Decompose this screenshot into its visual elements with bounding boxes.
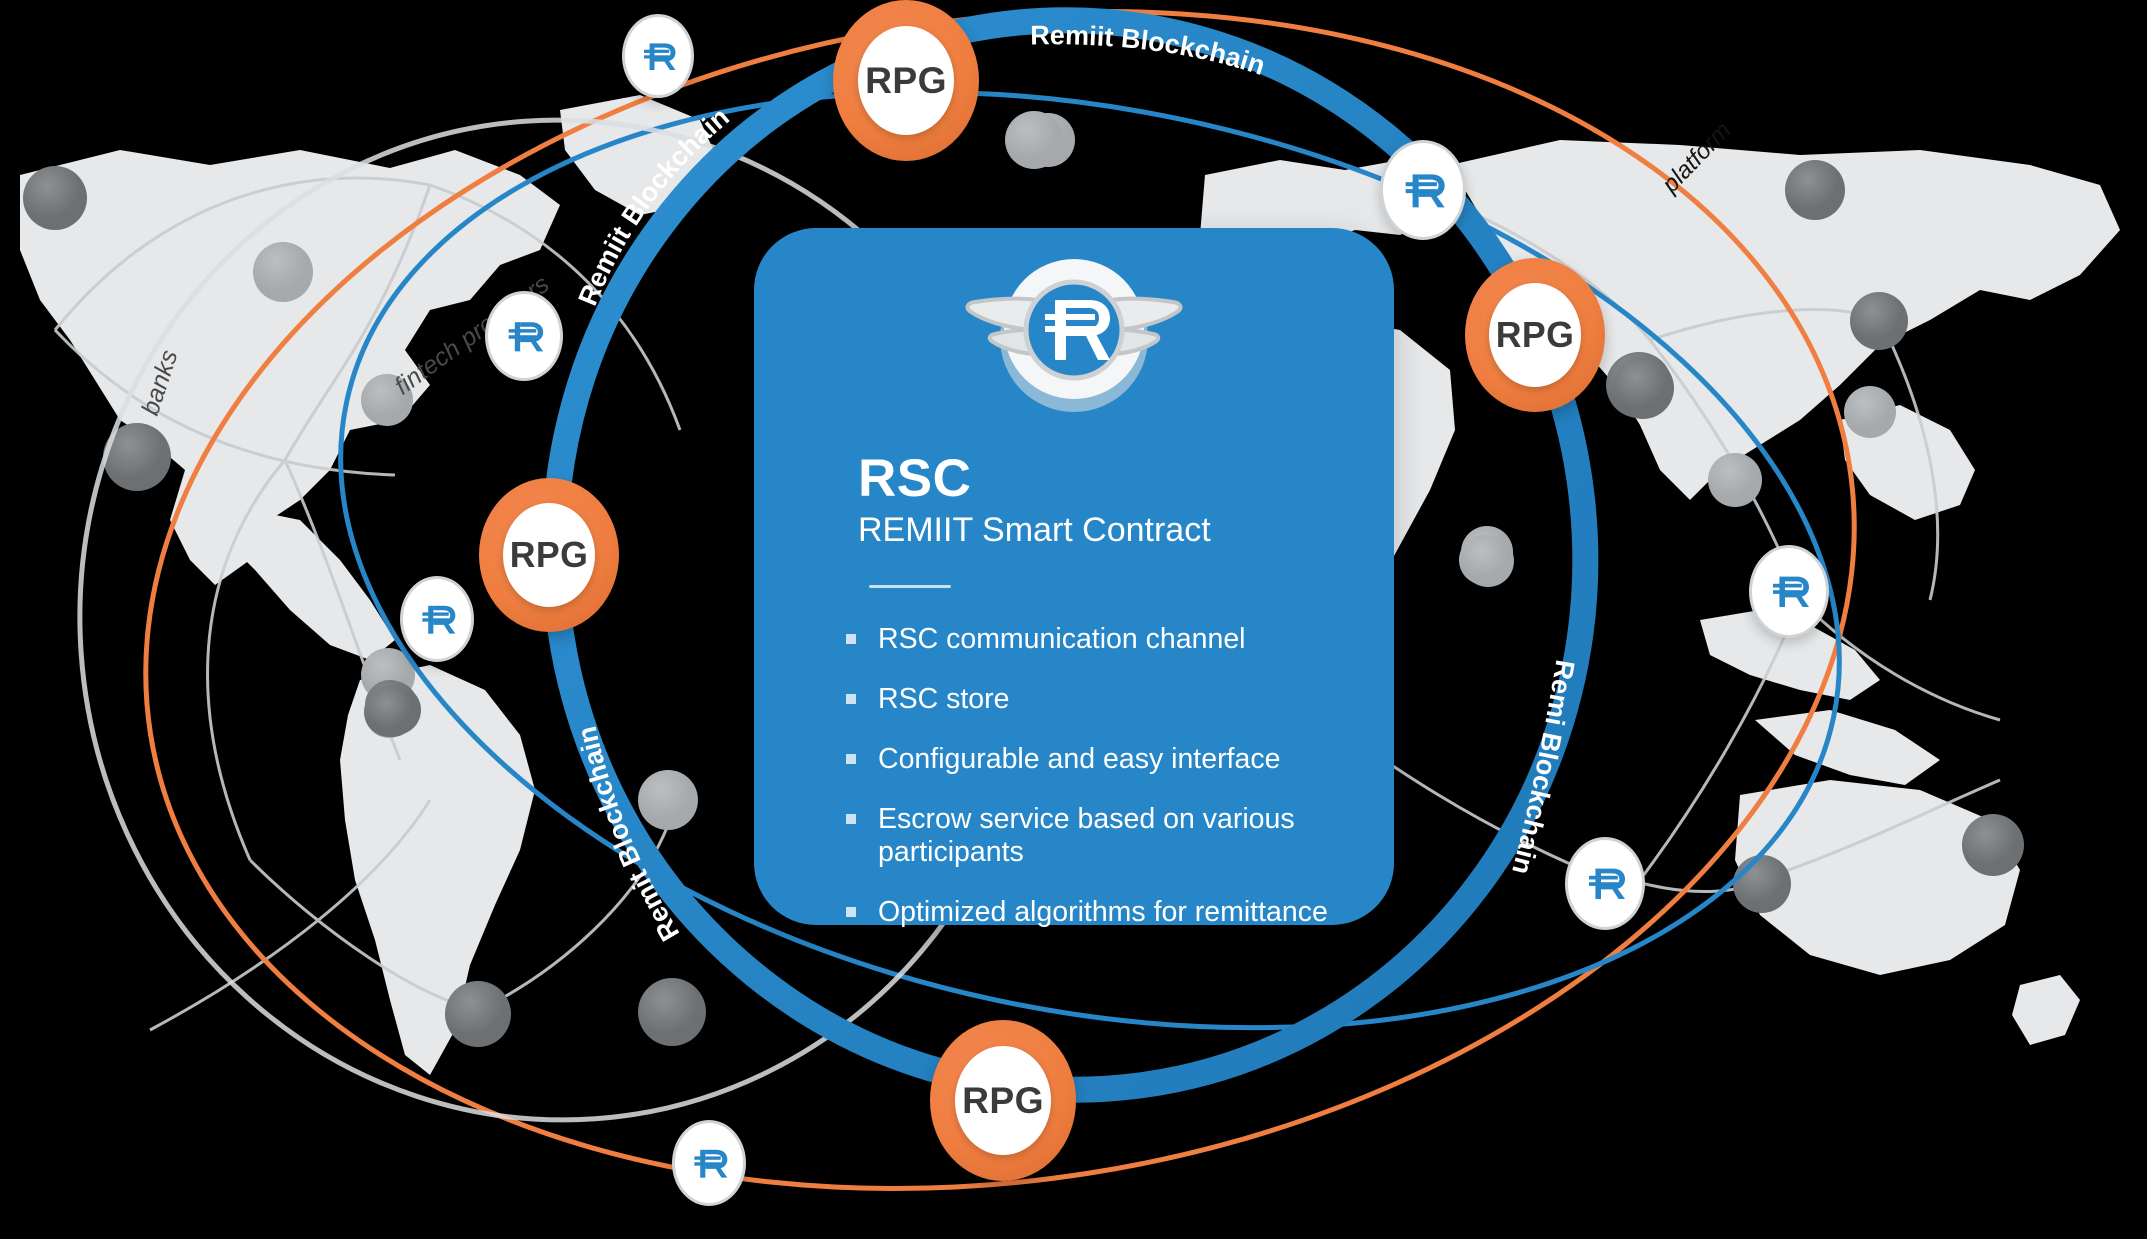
arc-label-bottom-left: Remit Blockchain xyxy=(572,724,686,946)
list-item-label: RSC communication channel xyxy=(878,623,1246,655)
remiit-r-icon xyxy=(644,43,676,70)
rpg-label: RPG xyxy=(962,1078,1044,1121)
card-divider xyxy=(869,585,951,588)
remiit-r-icon xyxy=(1405,174,1445,208)
rsc-card: RSC REMIIT Smart Contract RSC communicat… xyxy=(754,228,1394,928)
remiit-r-icon xyxy=(1589,868,1625,900)
remiit-winged-r-logo xyxy=(965,259,1183,412)
rpg-disc xyxy=(954,1045,1052,1155)
card-title: RSC xyxy=(858,449,972,508)
list-item: RSC store xyxy=(846,683,1366,716)
bullet-square-icon xyxy=(846,814,856,825)
bullet-square-icon xyxy=(846,634,856,644)
rpg-node-left[interactable]: RPG xyxy=(479,478,619,632)
list-item: RSC communication channel xyxy=(846,623,1366,656)
rpg-label: RPG xyxy=(509,534,589,575)
bullet-square-icon xyxy=(846,694,856,705)
r-node-right[interactable] xyxy=(1749,545,1829,638)
list-item-label: RSC store xyxy=(878,683,1010,716)
list-item: Escrow service based on various particip… xyxy=(846,803,1366,869)
r-node-left-upper[interactable] xyxy=(485,291,563,382)
card-subtitle: REMIIT Smart Contract xyxy=(858,511,1211,549)
list-item: Configurable and easy interface xyxy=(846,743,1366,776)
rpg-disc xyxy=(502,502,596,608)
r-node-left-lower[interactable] xyxy=(400,576,474,662)
remiit-r-icon xyxy=(508,322,544,352)
remiit-r-icon xyxy=(1773,576,1809,608)
rpg-disc xyxy=(857,25,955,135)
r-node-top-right[interactable] xyxy=(1380,140,1466,240)
r-node-bottom-left[interactable] xyxy=(672,1120,746,1206)
remiit-r-icon xyxy=(422,605,456,634)
bullet-square-icon xyxy=(846,907,856,918)
remiit-r-icon xyxy=(694,1149,728,1178)
blue-thin-orbit xyxy=(338,89,1842,1031)
card-feature-list: RSC communication channel RSC store Conf… xyxy=(846,623,1366,956)
rpg-disc xyxy=(1488,282,1582,388)
arc-label-top-right: Remiit Blockchain xyxy=(1030,20,1269,81)
rpg-label: RPG xyxy=(865,58,947,101)
list-item-label: Escrow service based on various particip… xyxy=(878,803,1295,869)
rpg-node-bottom[interactable]: RPG xyxy=(930,1020,1076,1181)
rpg-node-right[interactable]: RPG xyxy=(1465,258,1605,412)
list-item-label: Optimized algorithms for remittance xyxy=(878,896,1328,929)
r-node-bottom-right[interactable] xyxy=(1565,837,1645,930)
rpg-node-top[interactable]: RPG xyxy=(833,0,979,161)
list-item-label: Configurable and easy interface xyxy=(878,743,1281,776)
r-node-top-left[interactable] xyxy=(622,14,694,98)
map-dots xyxy=(23,111,2024,1047)
rpg-label: RPG xyxy=(1495,314,1575,355)
bullet-square-icon xyxy=(846,754,856,765)
list-item: Optimized algorithms for remittance xyxy=(846,896,1366,929)
